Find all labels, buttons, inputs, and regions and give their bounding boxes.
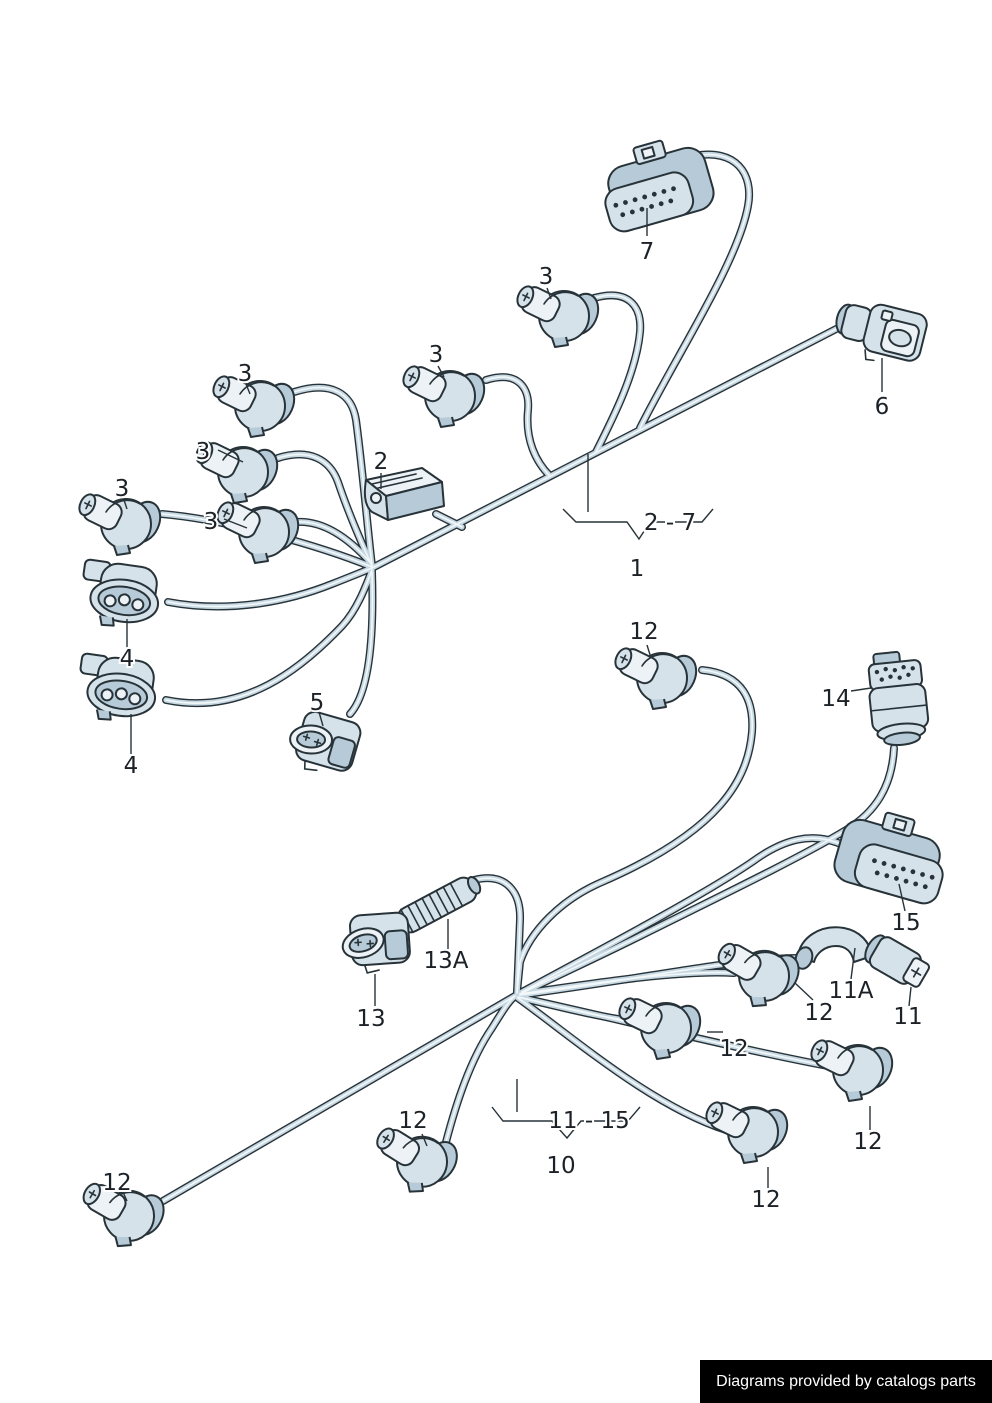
connector-6[interactable] (827, 293, 931, 373)
callout-12-center[interactable]: 12 (717, 1034, 750, 1064)
connector-14[interactable] (864, 648, 932, 749)
bracket-harness-1 (562, 508, 714, 541)
footer-credit-bar: Diagrams provided by catalogs parts (700, 1360, 992, 1403)
footer-credit-text: Diagrams provided by catalogs parts (716, 1372, 976, 1390)
callout-11A[interactable]: 11A (826, 976, 875, 1006)
callout-6[interactable]: 6 (873, 392, 892, 422)
connector-7[interactable] (591, 129, 719, 236)
callout-12-top[interactable]: 12 (627, 617, 660, 647)
callout-3-e[interactable]: 3 (113, 474, 132, 504)
connector-15[interactable] (829, 801, 957, 908)
callout-12-bottom-left[interactable]: 12 (100, 1168, 133, 1198)
callout-3-f[interactable]: 3 (202, 507, 221, 537)
callout-10[interactable]: 10 (544, 1151, 577, 1181)
connector-3-a[interactable] (512, 280, 606, 348)
callout-3-a[interactable]: 3 (537, 262, 556, 292)
bracket-harness-10 (491, 1106, 641, 1140)
callout-13A[interactable]: 13A (421, 946, 470, 976)
callout-12-mid-right[interactable]: 12 (802, 998, 835, 1028)
callout-5[interactable]: 5 (308, 688, 327, 718)
connector-2[interactable] (363, 467, 445, 521)
callout-4-b[interactable]: 4 (122, 751, 141, 781)
callout-15[interactable]: 15 (889, 908, 922, 938)
callout-7[interactable]: 7 (638, 237, 657, 267)
callout-4-a[interactable]: 4 (118, 644, 137, 674)
callout-3-b[interactable]: 3 (427, 340, 446, 370)
callout-leader-lines (122, 208, 912, 1202)
connector-4-b[interactable] (72, 652, 161, 728)
callout-range-2-7[interactable]: 2 - 7 (642, 508, 698, 538)
callout-12-left[interactable]: 12 (396, 1106, 429, 1136)
callout-1[interactable]: 1 (628, 554, 647, 584)
boot-11A[interactable] (791, 926, 873, 972)
callout-2[interactable]: 2 (372, 447, 391, 477)
connector-3-b[interactable] (398, 360, 492, 428)
callout-13[interactable]: 13 (354, 1004, 387, 1034)
connector-12-top[interactable] (610, 642, 704, 710)
callout-3-c[interactable]: 3 (236, 359, 255, 389)
callout-14[interactable]: 14 (819, 684, 852, 714)
connector-3-f[interactable] (212, 496, 306, 564)
connector-3-c[interactable] (208, 370, 302, 438)
callout-12-right-lower[interactable]: 12 (851, 1127, 884, 1157)
callout-11[interactable]: 11 (891, 1002, 924, 1032)
connector-4-a[interactable] (75, 558, 164, 634)
callout-3-d[interactable]: 3 (194, 437, 213, 467)
callout-range-11-15[interactable]: 11 - 15 (546, 1106, 631, 1136)
callout-12-bottom-center[interactable]: 12 (749, 1185, 782, 1215)
